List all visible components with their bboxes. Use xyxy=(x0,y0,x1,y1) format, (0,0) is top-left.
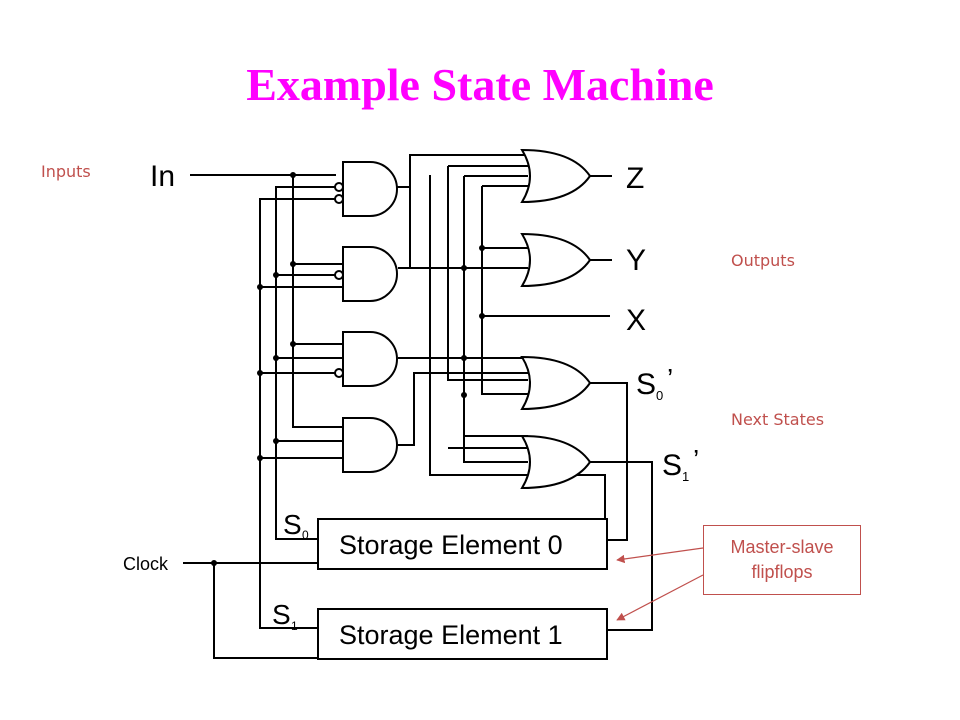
dot xyxy=(273,438,279,444)
dot xyxy=(290,261,296,267)
and-gates xyxy=(342,161,398,473)
next-s0-prime: ’ xyxy=(667,363,673,394)
callout-line-1: Master-slave xyxy=(730,537,834,557)
dot xyxy=(479,245,485,251)
dot xyxy=(211,560,217,566)
state-s0-wire xyxy=(275,186,336,540)
dot xyxy=(273,355,279,361)
callout-arrows xyxy=(616,547,704,621)
dot xyxy=(290,172,296,178)
next-states-annotation: Next States xyxy=(731,410,825,429)
dot xyxy=(257,455,263,461)
state-s0-label: S xyxy=(283,509,302,540)
or-gate-y xyxy=(520,232,592,288)
or-gate-z xyxy=(520,148,592,204)
arrow-to-se0 xyxy=(616,547,704,564)
master-slave-callout: Master-slave flipflops xyxy=(703,525,861,595)
and-gate-1 xyxy=(342,161,398,217)
junction-dots xyxy=(211,172,485,566)
dot xyxy=(257,284,263,290)
bubble xyxy=(334,270,344,280)
or-gate-s0 xyxy=(520,355,592,411)
dot xyxy=(257,370,263,376)
storage-element-1 xyxy=(317,608,608,660)
outputs-annotation: Outputs xyxy=(731,251,795,270)
page-title: Example State Machine xyxy=(246,59,714,110)
route-a xyxy=(429,175,606,540)
state-s0-subscript: 0 xyxy=(302,528,309,542)
dot xyxy=(461,392,467,398)
next-s0-label: S xyxy=(636,368,656,401)
inverter-bubbles xyxy=(334,182,344,378)
next-s1-prime: ’ xyxy=(693,444,699,475)
and-gate-3 xyxy=(342,331,398,387)
and1-out xyxy=(397,154,528,188)
route-c xyxy=(463,175,528,463)
bubble xyxy=(334,368,344,378)
output-x-label: X xyxy=(626,304,646,337)
route-d xyxy=(481,185,528,395)
and-gate-2 xyxy=(342,246,398,302)
next-s1-subscript: 1 xyxy=(682,469,689,484)
and4-out xyxy=(398,372,528,446)
storage-element-1-label: Storage Element 1 xyxy=(339,620,563,650)
dot xyxy=(273,272,279,278)
or-gate-s1 xyxy=(520,434,592,490)
next-s0-subscript: 0 xyxy=(656,388,663,403)
output-z-label: Z xyxy=(626,162,644,195)
bubble xyxy=(334,194,344,204)
wires xyxy=(183,154,653,659)
next-s1-label: S xyxy=(662,449,682,482)
or-gates xyxy=(520,148,592,490)
clock-wire xyxy=(183,562,318,659)
arrow-to-se1 xyxy=(616,574,704,621)
output-y-label: Y xyxy=(626,244,646,277)
callout-line-2: flipflops xyxy=(751,562,813,582)
inputs-annotation: Inputs xyxy=(41,162,91,181)
next-s1-wire xyxy=(590,461,653,631)
storage-element-0-label: Storage Element 0 xyxy=(339,530,563,560)
input-in-wire xyxy=(190,174,343,428)
storage-element-0 xyxy=(317,518,608,570)
state-s1-label: S xyxy=(272,599,291,630)
state-s1-wire xyxy=(259,198,336,629)
state-s1-subscript: 1 xyxy=(291,619,298,633)
dot xyxy=(290,341,296,347)
route-b xyxy=(447,165,528,381)
and-gate-4 xyxy=(342,417,398,473)
clock-label: Clock xyxy=(123,554,169,574)
dot xyxy=(479,313,485,319)
dot xyxy=(461,265,467,271)
input-in-label: In xyxy=(150,160,175,193)
dot xyxy=(461,355,467,361)
bubble xyxy=(334,182,344,192)
